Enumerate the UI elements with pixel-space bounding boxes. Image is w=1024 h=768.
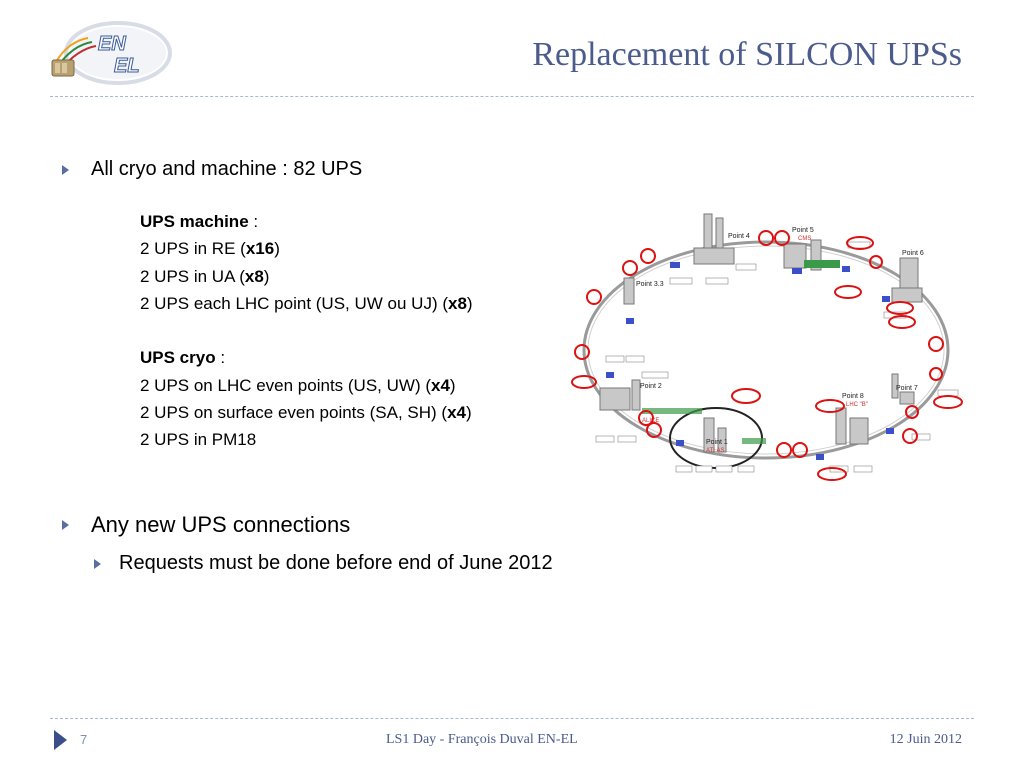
footer-event-author: LS1 Day - François Duval EN-EL [386,732,578,747]
ups-details: UPS machine : 2 UPS in RE (x16) 2 UPS in… [140,208,473,454]
label-point5: Point 5 [792,227,814,234]
label-point7: Point 7 [896,385,918,392]
sub-bullet-requests: Requests must be done before end of June… [94,552,553,575]
ups-cryo-surface: 2 UPS on surface even points (SA, SH) (x… [140,403,472,423]
label-atlas: ATLAS [706,448,725,454]
bullet-arrow-icon [62,164,69,175]
label-lhcb: LHC "B" [846,402,868,408]
label-point6: Point 6 [902,250,924,257]
slide-title: Replacement of SILCON UPSs [532,36,962,73]
ups-cryo-even-points: 2 UPS on LHC even points (US, UW) (x4) [140,375,456,395]
ups-machine-ua: 2 UPS in UA (x8) [140,266,270,286]
ups-highlight-markers [571,230,963,481]
ups-machine-lhc-point: 2 UPS each LHC point (US, UW ou UJ) (x8) [140,293,473,313]
label-point2: Point 2 [640,383,662,390]
en-el-logo: EN EL [51,21,172,85]
bullet-text: All cryo and machine : 82 UPS [91,158,363,180]
footer-separator [50,718,974,719]
lhc-ring [582,240,950,460]
label-point8: Point 8 [842,393,864,400]
bullet-text: Any new UPS connections [91,512,351,537]
ups-machine-re: 2 UPS in RE (x16) [140,239,280,259]
header-separator [50,96,974,97]
bullet-cryo-machine: All cryo and machine : 82 UPS [62,158,362,181]
label-point1: Point 1 [706,439,728,446]
lhc-ring-diagram: Point 4 Point 5 Point 6 Point 3.3 Point … [571,213,963,481]
label-point3-3: Point 3.3 [636,281,664,288]
ups-cryo-pm18: 2 UPS in PM18 [140,430,257,450]
logo-text-en: EN [98,33,126,55]
bullet-new-connections: Any new UPS connections [62,512,350,538]
ups-machine-heading: UPS machine : [140,212,259,231]
logo-text-el: EL [114,55,140,77]
footer-date: 12 Juin 2012 [889,732,962,747]
bullet-arrow-icon [94,558,101,569]
bullet-arrow-icon [62,520,69,530]
label-alice: ALICE [642,418,659,424]
bullet-text: Requests must be done before end of June… [119,552,553,574]
label-cms: CMS [798,236,811,242]
page-number: 7 [80,732,88,747]
footer-play-icon [54,730,67,750]
label-point4: Point 4 [728,233,750,240]
ups-cryo-heading: UPS cryo : [140,348,226,368]
